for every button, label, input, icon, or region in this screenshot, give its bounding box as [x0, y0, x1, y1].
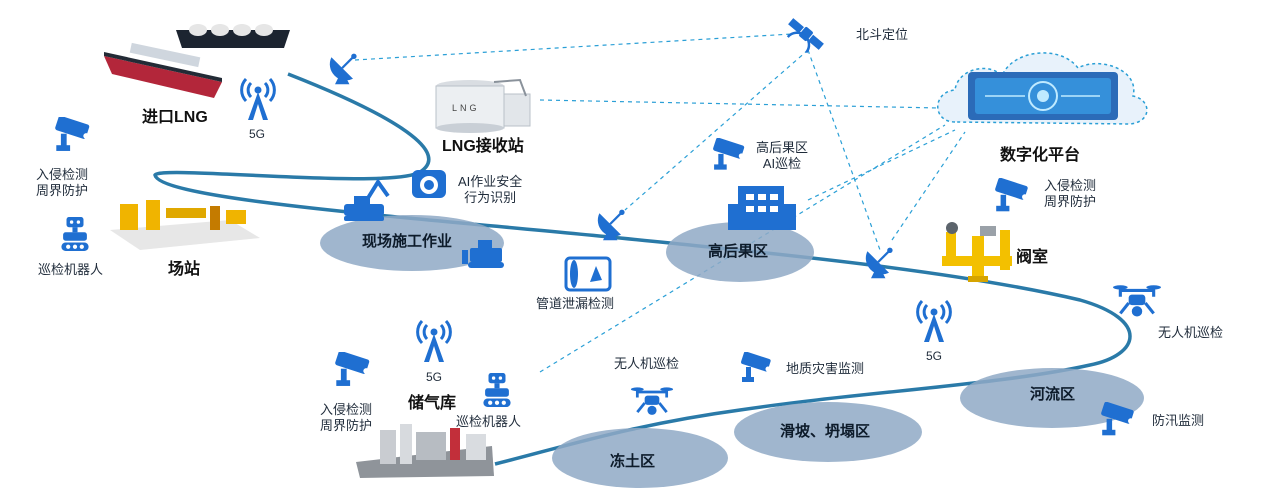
lng-tank-icon: [435, 78, 531, 133]
zone-river: [960, 368, 1144, 428]
geo-monitor-camera-icon: [740, 352, 772, 382]
5g-label-right: 5G: [926, 349, 943, 363]
drone-icon-right: [1112, 283, 1162, 319]
zone-landslide: [734, 402, 922, 462]
robot-icon-storage: [483, 373, 511, 407]
intrusion-camera-icon-storage: [334, 352, 370, 386]
ai-patrol-camera-icon: [712, 138, 745, 170]
landslide-zone-label: 滑坡、坍塌区: [780, 423, 871, 440]
satellite-dish-icon-3: [864, 246, 894, 280]
station-label: 场站: [168, 261, 201, 278]
zone-gaohouguo: [666, 222, 814, 282]
valve-room-label: 阀室: [1016, 249, 1049, 266]
5g-label-storage: 5G: [426, 370, 443, 384]
pipeline-leak-icon: [564, 256, 612, 292]
intrusion-camera-icon-left: [54, 117, 90, 151]
construction-label: 现场施工作业: [362, 233, 453, 250]
intrusion-label-right: 入侵检测 周界防护: [1044, 178, 1097, 209]
ai-safety-label: AI作业安全 行为识别: [458, 174, 523, 205]
storage-facility-icon: [356, 424, 494, 478]
valve-room-icon: [942, 222, 1012, 282]
flood-monitor-label: 防汛监测: [1152, 413, 1205, 428]
intrusion-camera-icon-right: [994, 178, 1029, 212]
leak-detect-label: 管道泄漏检测: [536, 296, 615, 311]
zone-frozen: [552, 428, 728, 488]
river-zone-label: 河流区: [1030, 386, 1076, 403]
station-equipment-icon: [110, 200, 260, 250]
drone-label-right: 无人机巡检: [1158, 325, 1224, 340]
satellite-icon: [786, 18, 824, 54]
lng-import-label: 进口LNG: [142, 109, 208, 126]
intrusion-label-storage: 入侵检测 周界防护: [320, 402, 373, 433]
robot-label-storage: 巡检机器人: [456, 414, 522, 429]
5g-tower-icon-top: [240, 78, 276, 122]
digital-platform-label: 数字化平台: [1000, 147, 1081, 164]
excavator-icon: [344, 178, 390, 221]
beidou-label: 北斗定位: [856, 27, 909, 42]
5g-tower-icon-right: [916, 300, 952, 344]
satellite-dish-icon-1: [328, 52, 358, 86]
geo-monitor-label: 地质灾害监测: [786, 361, 865, 376]
robot-icon-left: [61, 217, 89, 251]
building-icon: [728, 186, 796, 230]
gaohouguo-ai-label: 高后果区 AI巡检: [756, 140, 809, 171]
bulldozer-icon: [462, 240, 504, 268]
5g-tower-icon-storage: [416, 320, 452, 364]
intrusion-label-left: 入侵检测 周界防护: [36, 167, 89, 198]
robot-label-left: 巡检机器人: [38, 262, 104, 277]
lng-station-label: LNG接收站: [442, 138, 524, 155]
cloud-platform: [937, 52, 1148, 125]
lng-tank-text: LNG: [452, 103, 480, 113]
gaohouguo-zone-label: 高后果区: [708, 243, 769, 260]
data-links: [354, 33, 966, 373]
drone-icon-mid: [630, 385, 674, 417]
lng-ship-icon: [104, 24, 290, 98]
storage-label: 储气库: [408, 395, 457, 412]
5g-label-top: 5G: [249, 127, 266, 141]
frozen-zone-label: 冻土区: [610, 453, 656, 470]
zone-construction: [320, 215, 504, 271]
drone-label-mid: 无人机巡检: [614, 356, 680, 371]
ai-safety-camera-icon: [412, 170, 446, 198]
